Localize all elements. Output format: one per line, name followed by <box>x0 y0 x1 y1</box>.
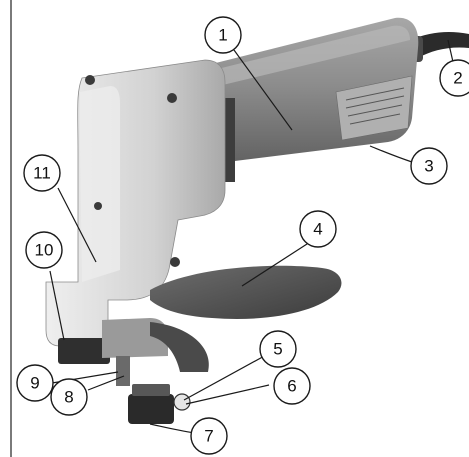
blade-holder-dark <box>58 338 110 364</box>
callout-9: 9 <box>16 364 54 402</box>
callout-5: 5 <box>259 330 297 368</box>
callout-5-label: 5 <box>273 340 282 359</box>
callout-10: 10 <box>25 231 63 269</box>
head-screws <box>85 75 180 267</box>
callout-3: 3 <box>410 147 448 185</box>
rating-label-plate <box>335 75 413 141</box>
cutting-jaw-arc <box>150 322 209 372</box>
callout-8-label: 8 <box>64 388 73 407</box>
blade-die-top <box>132 384 170 396</box>
callout-10-label: 10 <box>35 241 54 260</box>
callout-1-label: 1 <box>218 26 227 45</box>
head-front-face <box>80 86 120 282</box>
blade-die-block <box>128 394 174 424</box>
callout-11-label: 11 <box>33 164 51 183</box>
callout-2: 2 <box>439 59 469 97</box>
leader-lines <box>49 39 454 434</box>
rating-label-lines <box>345 87 405 125</box>
callout-9-label: 9 <box>30 374 39 393</box>
power-cord <box>410 32 469 58</box>
callout-11: 11 <box>23 154 61 192</box>
callout-6-label: 6 <box>287 377 296 396</box>
callout-4-label: 4 <box>313 220 322 239</box>
callout-1: 1 <box>204 16 242 54</box>
callout-7: 7 <box>190 417 228 455</box>
die-clamp-knob <box>173 393 191 411</box>
blade-post <box>116 356 130 386</box>
support-plate <box>150 265 342 319</box>
callout-8: 8 <box>50 378 88 416</box>
callout-3-label: 3 <box>424 157 433 176</box>
callout-2-label: 2 <box>453 69 462 88</box>
callout-7-label: 7 <box>204 427 213 446</box>
callout-6: 6 <box>273 367 311 405</box>
callout-4: 4 <box>299 210 337 248</box>
